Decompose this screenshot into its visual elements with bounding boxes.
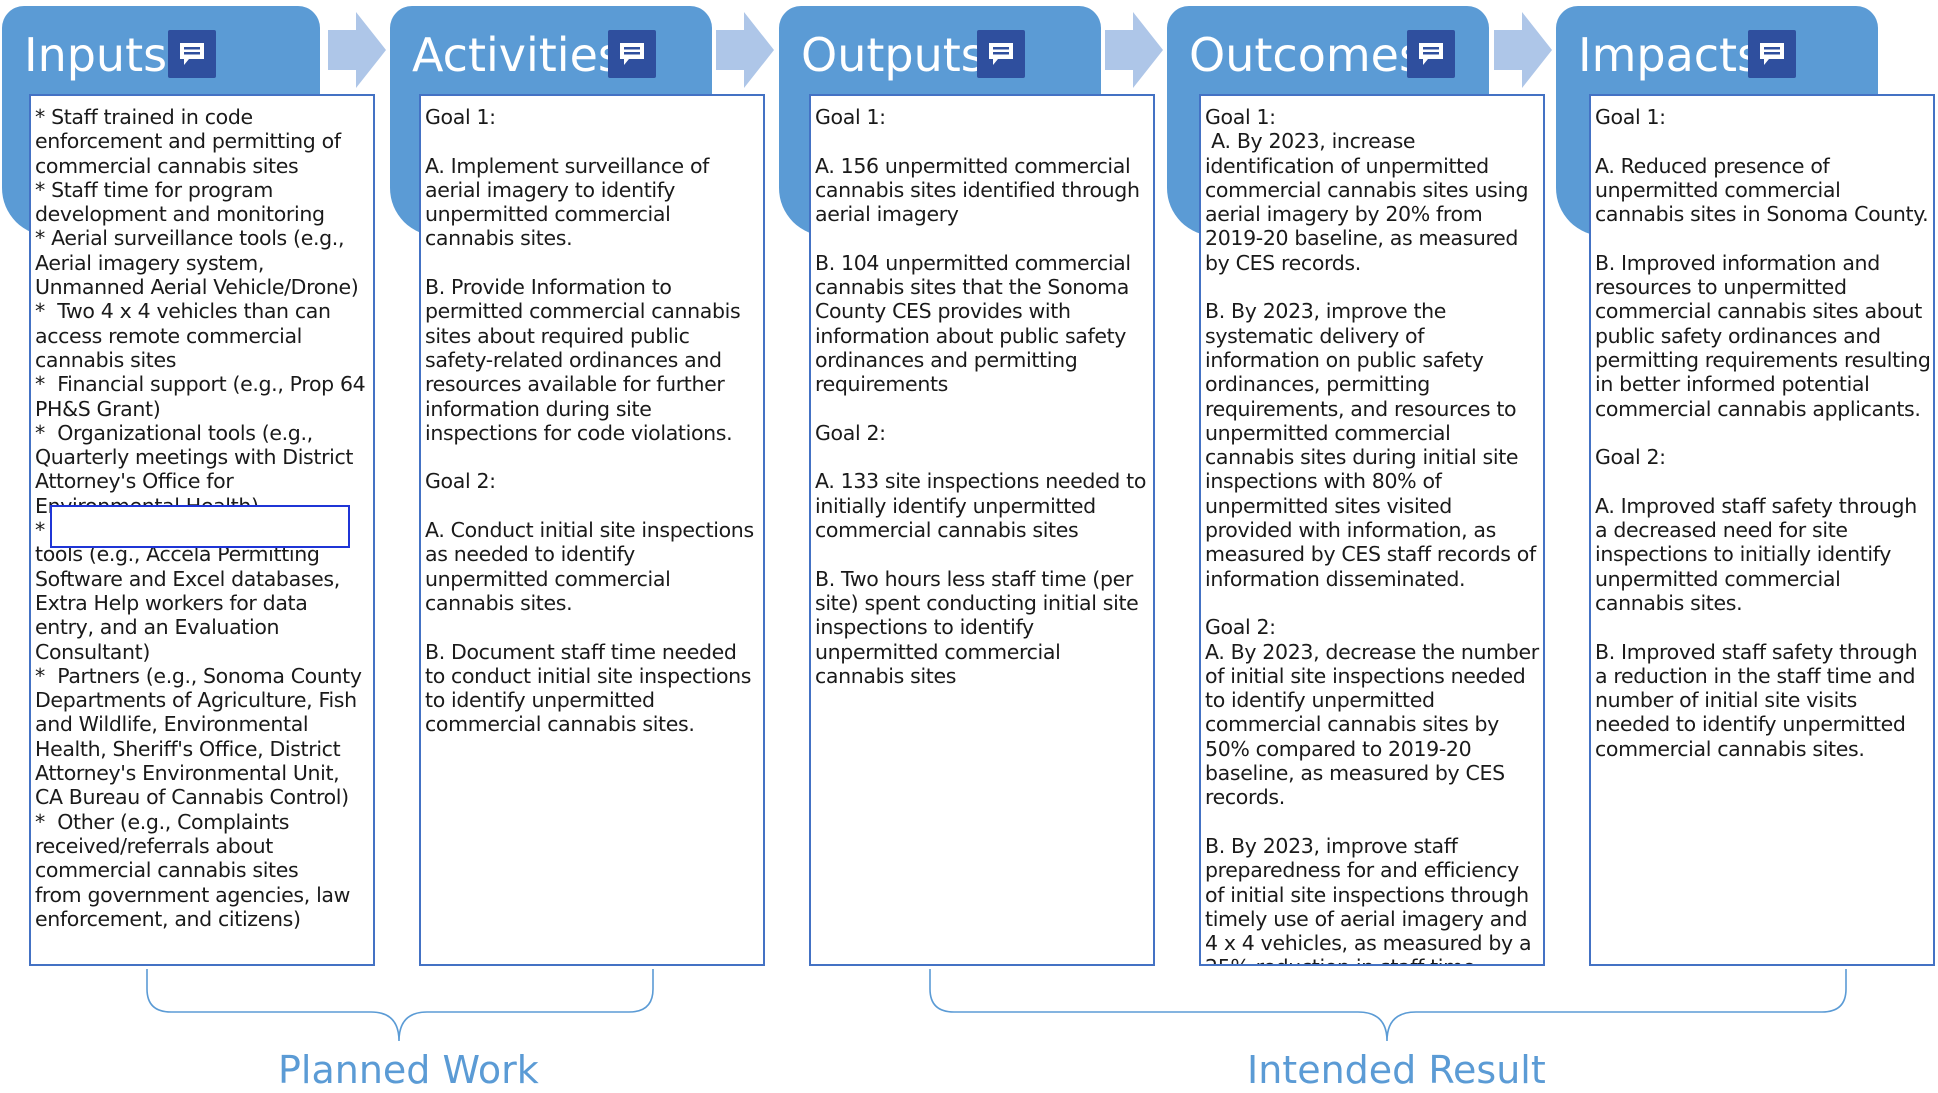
stage-text-outcomes: Goal 1: A. By 2023, increase identificat… (1205, 105, 1539, 964)
stage-title-inputs: Inputs (24, 28, 168, 82)
arrow-right-icon (1105, 12, 1163, 88)
arrow-right-icon (1494, 12, 1552, 88)
group-label-intended-result: Intended Result (1247, 1048, 1546, 1092)
brace-intended-result (929, 969, 1847, 1042)
stage-title-outputs: Outputs (801, 28, 985, 82)
comment-icon[interactable] (1748, 30, 1796, 78)
brace-planned-work (146, 969, 654, 1042)
comment-icon[interactable] (1407, 30, 1455, 78)
comment-icon[interactable] (168, 30, 216, 78)
stage-title-activities: Activities (412, 28, 622, 82)
comment-icon[interactable] (608, 30, 656, 78)
stage-title-impacts: Impacts (1578, 28, 1762, 82)
stage-box-outcomes: Goal 1: A. By 2023, increase identificat… (1199, 94, 1545, 966)
stage-text-inputs: * Staff trained in code enforcement and … (35, 105, 366, 931)
arrow-right-icon (716, 12, 774, 88)
selection-highlight-box[interactable] (50, 505, 350, 548)
comment-icon[interactable] (977, 30, 1025, 78)
stage-box-activities: Goal 1: A. Implement surveillance of aer… (419, 94, 765, 966)
stage-text-impacts: Goal 1: A. Reduced presence of unpermitt… (1595, 105, 1931, 761)
stage-text-outputs: Goal 1: A. 156 unpermitted commercial ca… (815, 105, 1147, 688)
stage-text-activities: Goal 1: A. Implement surveillance of aer… (425, 105, 754, 737)
stage-title-outcomes: Outcomes (1189, 28, 1423, 82)
stage-box-impacts: Goal 1: A. Reduced presence of unpermitt… (1589, 94, 1935, 966)
arrow-right-icon (328, 12, 386, 88)
stage-box-outputs: Goal 1: A. 156 unpermitted commercial ca… (809, 94, 1155, 966)
group-label-planned-work: Planned Work (278, 1048, 539, 1092)
